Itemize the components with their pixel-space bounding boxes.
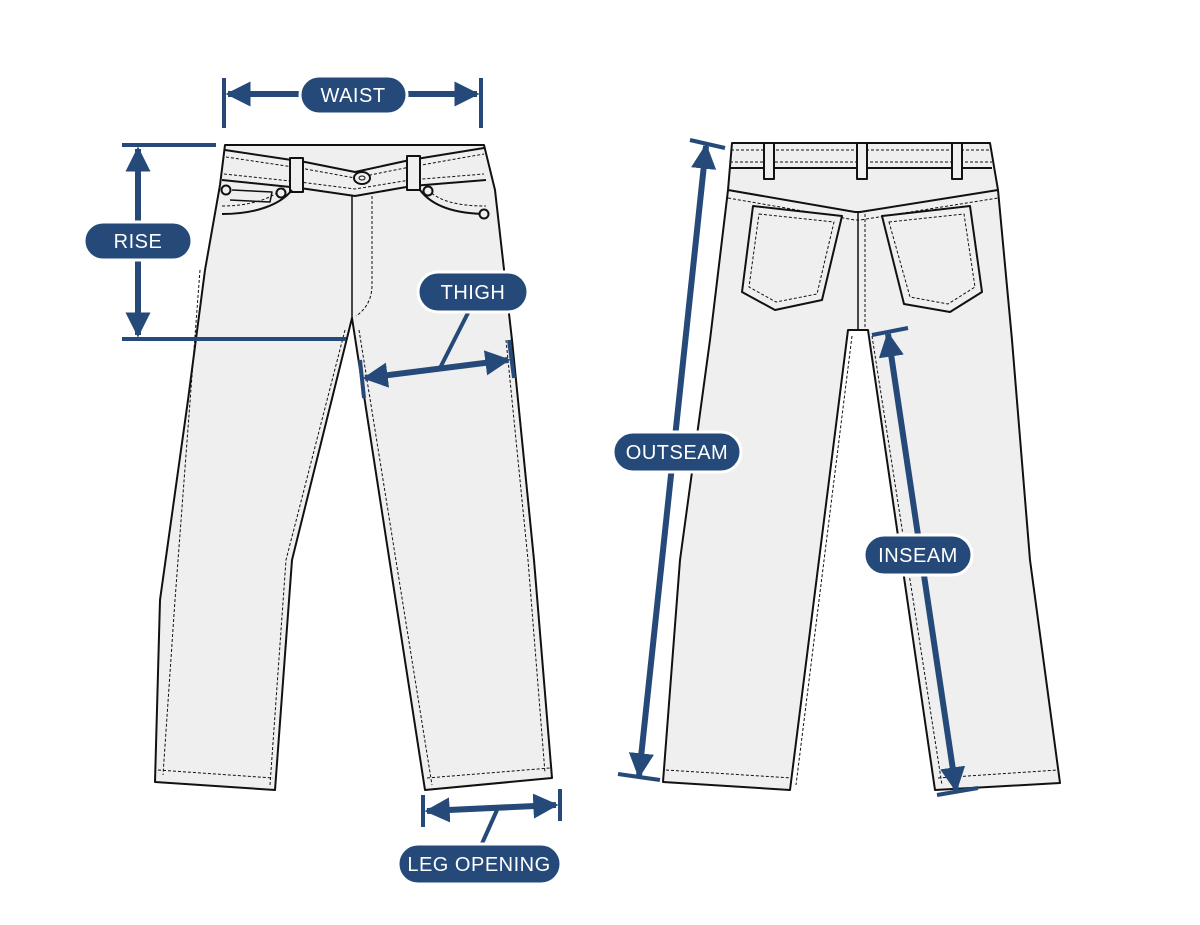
leg-opening-arrow bbox=[424, 793, 559, 823]
back-left-pocket bbox=[741, 205, 843, 311]
outseam-label: OUTSEAM bbox=[611, 430, 743, 474]
inseam-label: INSEAM bbox=[862, 533, 974, 577]
rise-label: RISE bbox=[82, 220, 194, 262]
front-left-pocket bbox=[221, 189, 293, 215]
back-belt-loop bbox=[951, 142, 963, 180]
thigh-label-text: THIGH bbox=[441, 282, 506, 304]
front-belt-loop bbox=[406, 155, 421, 191]
rise-label-text: RISE bbox=[114, 231, 163, 253]
back-belt-loop bbox=[856, 142, 868, 180]
front-waistband bbox=[224, 147, 485, 173]
thigh-label: THIGH bbox=[416, 270, 530, 314]
outseam-label-text: OUTSEAM bbox=[626, 442, 728, 464]
back-belt-loop bbox=[763, 142, 775, 180]
rivet bbox=[275, 187, 287, 199]
front-belt-loop bbox=[289, 157, 304, 193]
rivet bbox=[220, 184, 232, 196]
rivet bbox=[478, 208, 490, 220]
waist-label: WAIST bbox=[298, 74, 409, 116]
thigh-arrow bbox=[362, 350, 511, 388]
front-jeans-illustration bbox=[154, 144, 553, 791]
front-jeans-body bbox=[154, 144, 553, 791]
waist-label-text: WAIST bbox=[320, 85, 385, 107]
leg-opening-label-text: LEG OPENING bbox=[407, 854, 550, 876]
inseam-label-text: INSEAM bbox=[878, 545, 958, 567]
leg-opening-label: LEG OPENING bbox=[396, 842, 563, 886]
rivet bbox=[422, 185, 434, 197]
